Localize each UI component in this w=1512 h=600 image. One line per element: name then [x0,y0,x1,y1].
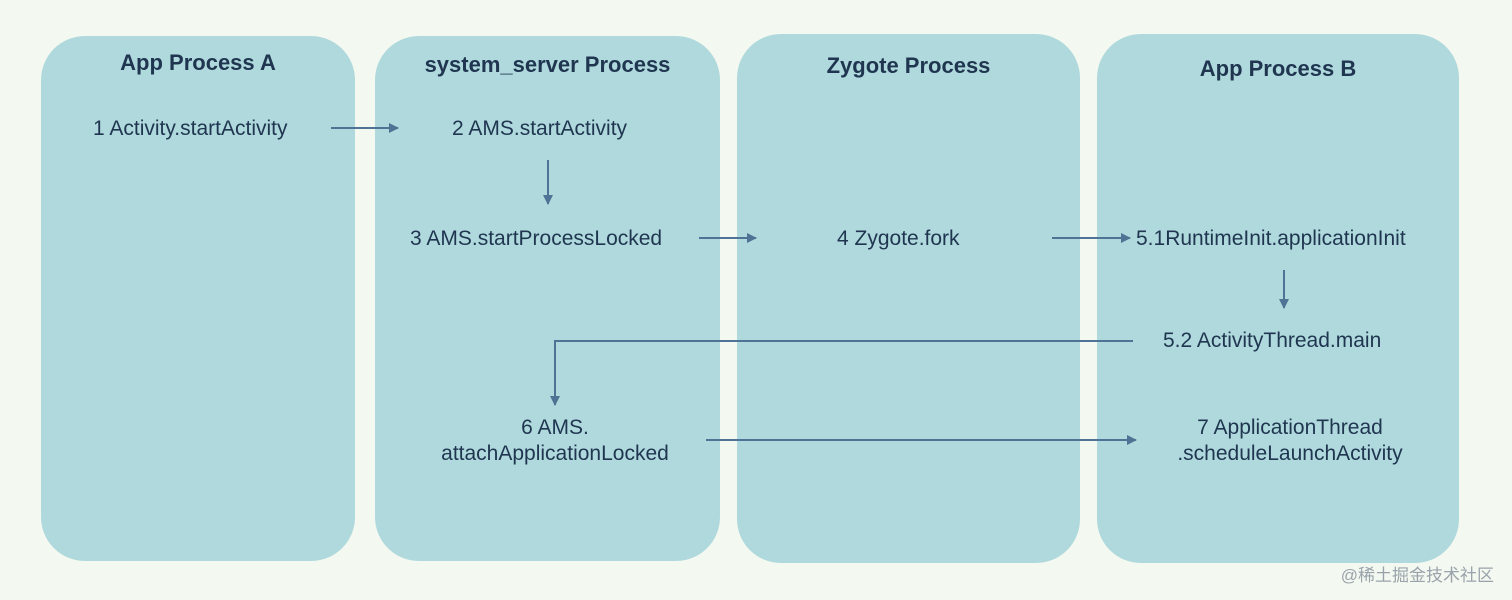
step-1-activity-start-activity: 1 Activity.startActivity [93,117,288,140]
step-4-zygote-fork: 4 Zygote.fork [837,227,960,250]
lane-app-process-b: App Process B [1097,34,1459,563]
step-5-1-runtime-init-application-init: 5.1RuntimeInit.applicationInit [1136,227,1406,250]
step-5-2-activity-thread-main: 5.2 ActivityThread.main [1163,329,1382,352]
step-6-line-1: 6 AMS. [521,416,589,439]
watermark: @稀土掘金技术社区 [1340,566,1494,585]
step-2-ams-start-activity: 2 AMS.startActivity [452,117,628,140]
lane-system-server-process: system_server Process [375,36,720,561]
lane-title: system_server Process [424,52,671,77]
lane-zygote-process: Zygote Process [737,34,1080,563]
lane-app-process-a: App Process A [41,36,355,561]
step-7-line-2: .scheduleLaunchActivity [1177,442,1403,465]
step-7-line-1: 7 ApplicationThread [1197,416,1383,439]
step-3-ams-start-process-locked: 3 AMS.startProcessLocked [410,227,663,250]
step-6-line-2: attachApplicationLocked [441,442,669,465]
lane-title: App Process B [1199,56,1357,81]
lane-title: Zygote Process [826,53,991,78]
lane-title: App Process A [120,50,276,75]
step-6-ams-attach-application-locked: 6 AMS. attachApplicationLocked [420,415,690,467]
step-7-application-thread-schedule-launch-activity: 7 ApplicationThread .scheduleLaunchActiv… [1150,415,1430,467]
